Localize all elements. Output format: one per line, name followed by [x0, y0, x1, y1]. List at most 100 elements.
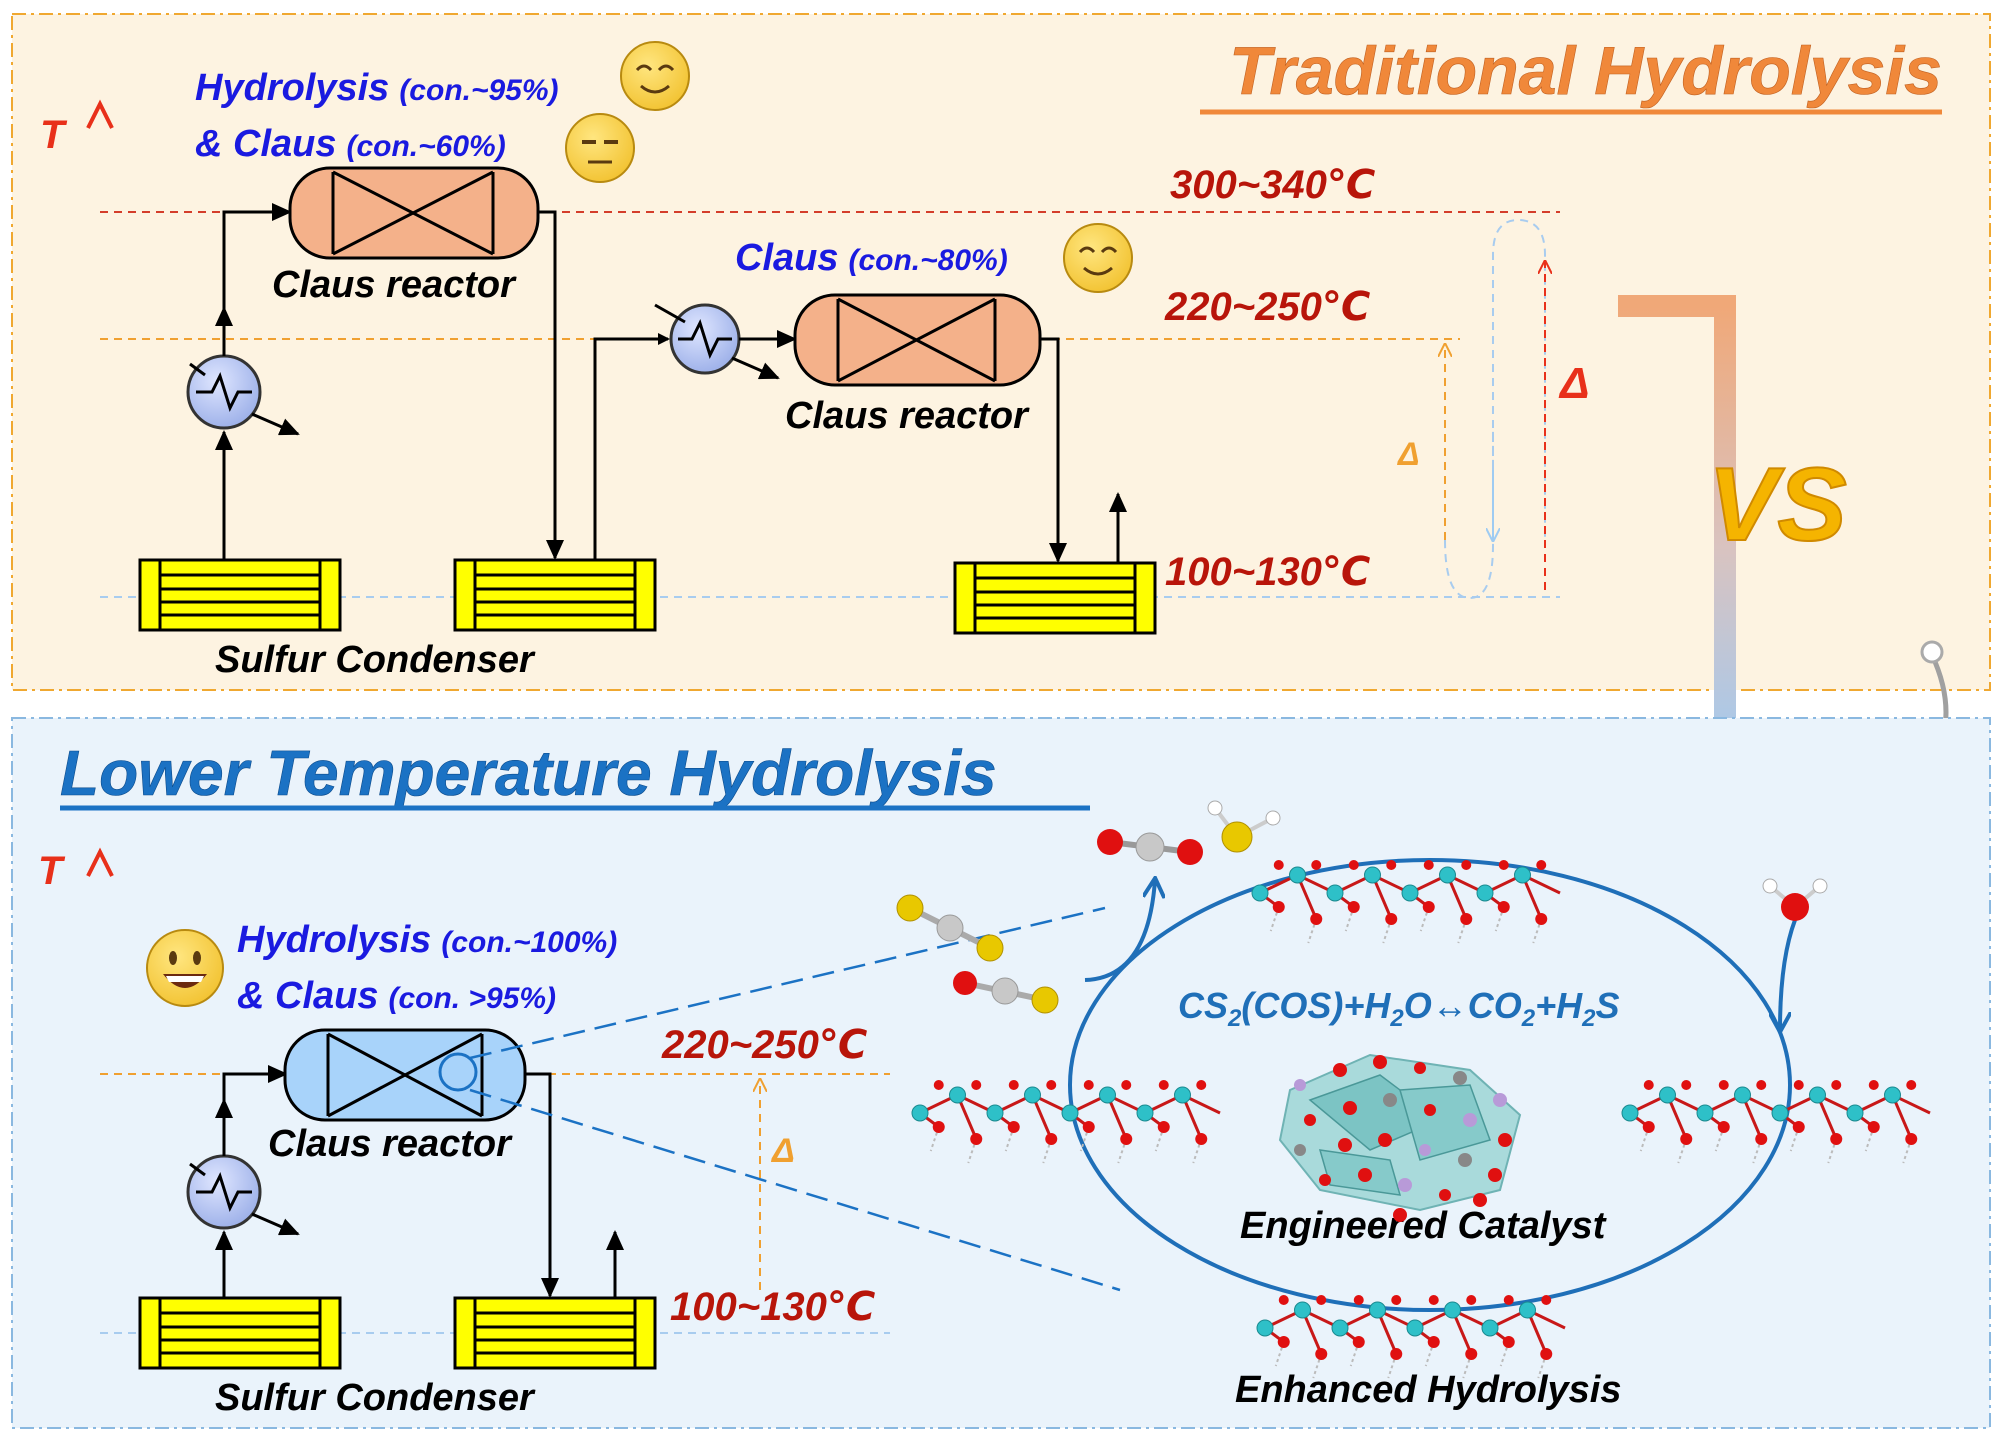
top-claus1-label: & Claus(con.~60%)	[195, 123, 506, 165]
cos-molecule-icon	[953, 971, 1059, 1014]
reaction-equation: CS2(COS)+H2O↔CO2+H2S	[1178, 985, 1620, 1032]
catalyst-atom	[1294, 1079, 1306, 1091]
oxygen-atom	[1502, 1336, 1515, 1348]
bottom-delta: Δ	[770, 1132, 795, 1170]
oxygen-atom	[1352, 1336, 1365, 1348]
catalyst-atom	[1373, 1055, 1387, 1069]
catalyst-atom	[1393, 1208, 1407, 1222]
oxygen-atom	[1008, 1080, 1019, 1090]
h2s-molecule-icon	[1207, 800, 1281, 853]
oxygen-atom	[1046, 1080, 1057, 1090]
catalyst-atom	[1378, 1133, 1392, 1147]
catalyst-atom	[1419, 1144, 1431, 1156]
oxygen-atom	[1310, 913, 1323, 925]
metal-atom	[986, 1104, 1004, 1122]
top-pipe-4	[538, 210, 564, 560]
top-heat-exchanger-2	[654, 303, 780, 380]
metal-atom	[1061, 1104, 1079, 1122]
oxygen-atom	[1461, 860, 1472, 870]
metal-atom	[1771, 1104, 1789, 1122]
oxygen-atom	[1195, 1133, 1208, 1145]
neutral-face-icon	[565, 113, 635, 183]
oxygen-atom	[1831, 1080, 1842, 1090]
top-delta-large: Δ	[1558, 359, 1590, 408]
oxygen-atom	[1906, 1080, 1917, 1090]
top-title: Traditional Hydrolysis	[1229, 33, 1942, 109]
metal-atom	[1326, 884, 1344, 902]
top-axis-arrowhead	[86, 99, 114, 129]
oxygen-atom	[1867, 1121, 1880, 1133]
top-delta-loop	[1492, 218, 1546, 545]
catalyst-atom	[1333, 1063, 1347, 1077]
metal-atom	[1514, 866, 1531, 884]
zoom-line-top	[469, 906, 1106, 1060]
oxygen-atom	[1390, 1348, 1403, 1360]
metal-atom	[1439, 866, 1456, 884]
top-reactor-label-2: Claus reactor	[785, 395, 1030, 437]
metal-atom	[1884, 1086, 1901, 1104]
catalyst-atoms	[1294, 1055, 1512, 1222]
oxygen-atom	[1540, 1348, 1553, 1360]
bottom-reactor-label: Claus reactor	[268, 1123, 513, 1165]
bottom-axis-label: T	[38, 849, 66, 893]
catalyst-surface-right	[1621, 1080, 1931, 1164]
catalyst-atom	[1358, 1168, 1372, 1182]
oxygen-atom	[1278, 1295, 1289, 1305]
happy-face-icon	[1063, 223, 1133, 293]
panel-clip-top	[1920, 640, 1944, 664]
top-temp-high: 300~340℃	[1170, 163, 1376, 207]
catalyst-atom	[1458, 1153, 1472, 1167]
top-temp-low: 100~130℃	[1165, 550, 1371, 594]
oxygen-atom	[1643, 1080, 1654, 1090]
oxygen-atom	[1717, 1121, 1730, 1133]
metal-atom	[1369, 1301, 1386, 1319]
oxygen-atom	[1120, 1133, 1133, 1145]
catalyst-atom	[1498, 1133, 1512, 1147]
oxygen-atom	[1273, 860, 1284, 870]
catalyst-atom	[1439, 1189, 1451, 1201]
catalyst-atom	[1463, 1113, 1477, 1127]
catalyst-atom	[1398, 1178, 1412, 1192]
bottom-claus-label: & Claus(con. >95%)	[237, 975, 556, 1017]
metal-atom	[1476, 884, 1494, 902]
oxygen-atom	[1007, 1121, 1020, 1133]
catalyst-atom	[1493, 1093, 1507, 1107]
oxygen-atom	[1497, 901, 1510, 913]
metal-atom	[1659, 1086, 1676, 1104]
oxygen-atom	[1121, 1080, 1132, 1090]
catalyst-atom	[1453, 1071, 1467, 1085]
catalyst-surface-top	[1251, 860, 1561, 944]
oxygen-atom	[1385, 913, 1398, 925]
metal-atom	[949, 1086, 966, 1104]
metal-atom	[1444, 1301, 1461, 1319]
top-pipe-7	[1040, 337, 1067, 563]
metal-atom	[1331, 1319, 1349, 1337]
metal-atom	[1251, 884, 1269, 902]
top-axis-label: T	[40, 113, 68, 157]
oxygen-atom	[1353, 1295, 1364, 1305]
oxygen-atom	[1157, 1121, 1170, 1133]
bottom-pipe-4	[525, 1072, 559, 1298]
bottom-hydrolysis-label: Hydrolysis(con.~100%)	[237, 919, 617, 961]
h2o-molecule-icon	[1762, 878, 1828, 921]
oxygen-atom	[1541, 1295, 1552, 1305]
oxygen-atom	[1465, 1348, 1478, 1360]
oxygen-atom	[1830, 1133, 1843, 1145]
oxygen-atom	[1793, 1080, 1804, 1090]
catalytic-cycle	[1068, 858, 1792, 1312]
oxygen-atom	[1045, 1133, 1058, 1145]
catalyst-atom	[1319, 1174, 1331, 1186]
top-claus-reactor-2	[793, 293, 1042, 387]
top-delta-small: Δ	[1397, 436, 1419, 472]
oxygen-atom	[1792, 1121, 1805, 1133]
metal-atom	[1364, 866, 1381, 884]
bottom-claus-reactor	[283, 1028, 527, 1122]
bottom-temp-mid: 220~250℃	[661, 1023, 868, 1067]
catalyst-atom	[1414, 1062, 1426, 1074]
catalyst-atom	[1473, 1193, 1487, 1207]
oxygen-atom	[1718, 1080, 1729, 1090]
catalyst-surface-bottom	[1256, 1295, 1566, 1379]
zoom-line-bottom	[469, 1088, 1121, 1292]
metal-atom	[1289, 866, 1306, 884]
enhanced-hydrolysis-label: Enhanced Hydrolysis	[1235, 1369, 1621, 1411]
